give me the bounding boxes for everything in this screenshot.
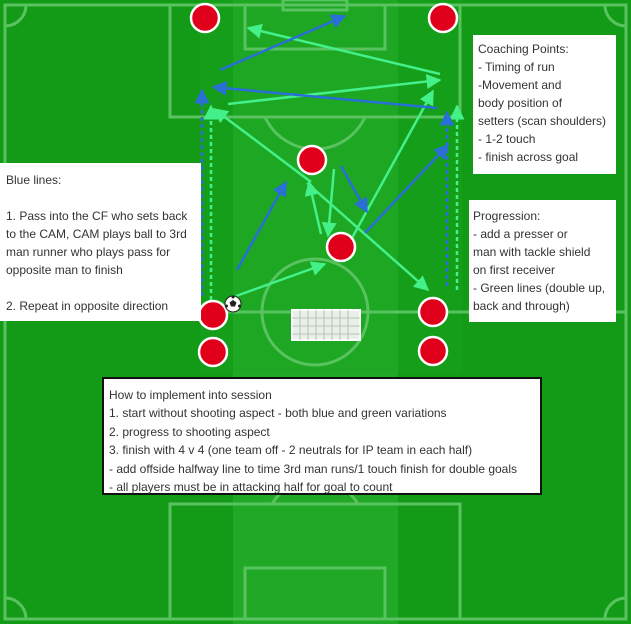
progression-title: Progression: (473, 209, 541, 223)
blue-lines-box: Blue lines: 1. Pass into the CF who sets… (0, 163, 201, 321)
implementation-line: 2. progress to shooting aspect (109, 424, 270, 439)
green-pass-cam-to-cf (321, 168, 337, 238)
progression-line: man with tackle shield (473, 245, 591, 259)
player-left-a (197, 299, 229, 331)
blue-lines-line: 1. Pass into the CF who sets back (6, 209, 188, 223)
coaching-point-line: setters (scan shoulders) (478, 114, 607, 128)
blue-lines-spacer (6, 189, 195, 207)
blue-pass-to-third-man (364, 143, 450, 234)
green-finish-left (246, 23, 441, 76)
coaching-point-line: - finish across goal (478, 150, 579, 164)
blue-lines-title: Blue lines: (6, 173, 62, 187)
progression-line: - Green lines (double up, (473, 281, 606, 295)
green-pass-to-right-runner (350, 89, 435, 239)
blue-set-back (339, 165, 369, 214)
green-pass-to-left-runner (212, 108, 312, 183)
coaching-points-box: Coaching Points: - Timing of run -Moveme… (473, 35, 616, 174)
progression-line: on first receiver (473, 263, 556, 277)
top-six-yard-box (243, 3, 387, 51)
top-goal (281, 0, 349, 12)
progression-line: back and through) (473, 299, 570, 313)
blue-lines-line: 2. Repeat in opposite direction (6, 299, 169, 313)
green-pass-to-cf (235, 261, 327, 298)
implementation-line: 1. start without shooting aspect - both … (109, 406, 447, 421)
blue-pass-across (211, 80, 438, 110)
progression-box: Progression: - add a presser or man with… (469, 200, 616, 322)
progression-line: - add a presser or (473, 227, 568, 241)
players (189, 2, 459, 368)
blue-lines-line: man runner who plays pass for (6, 245, 171, 259)
bottom-six-yard-box (243, 566, 387, 621)
green-pass-to-right-player (306, 182, 430, 291)
blue-finish (219, 14, 347, 72)
blue-lines-line: opposite man to finish (6, 263, 123, 277)
player-right-a (417, 296, 449, 328)
player-striker-right (427, 2, 459, 34)
coaching-point-line: body position of (478, 96, 563, 110)
coaching-point-line: - 1-2 touch (478, 132, 536, 146)
soccer-ball-icon (224, 295, 242, 313)
implementation-line: - add offside halfway line to time 3rd m… (109, 461, 518, 476)
goal-net-icon (291, 309, 361, 341)
implementation-line: 3. finish with 4 v 4 (one team off - 2 n… (109, 443, 473, 458)
implementation-title: How to implement into session (109, 388, 272, 402)
coaching-point-line: - Timing of run (478, 60, 555, 74)
coaching-point-line: -Movement and (478, 78, 562, 92)
blue-pass-to-cf (235, 180, 288, 271)
coaching-points-title: Coaching Points: (478, 42, 569, 56)
player-cam (325, 231, 357, 263)
corner-arc-top-right (603, 4, 627, 28)
corner-arc-bottom-right (603, 596, 627, 620)
implementation-box: How to implement into session 1. start w… (102, 377, 542, 495)
corner-arc-top-left (4, 4, 28, 28)
corner-arc-bottom-left (4, 596, 28, 620)
blue-lines-line: to the CAM, CAM plays ball to 3rd (6, 227, 187, 241)
green-pass-across (227, 74, 442, 106)
player-striker-left (189, 2, 221, 34)
center-circle (260, 257, 370, 367)
player-cf (296, 144, 328, 176)
implementation-line: - all players must be in attacking half … (109, 480, 393, 495)
player-left-b (197, 336, 229, 368)
player-right-b (417, 335, 449, 367)
blue-lines-spacer (6, 279, 195, 297)
green-pass-set-back (304, 180, 323, 235)
